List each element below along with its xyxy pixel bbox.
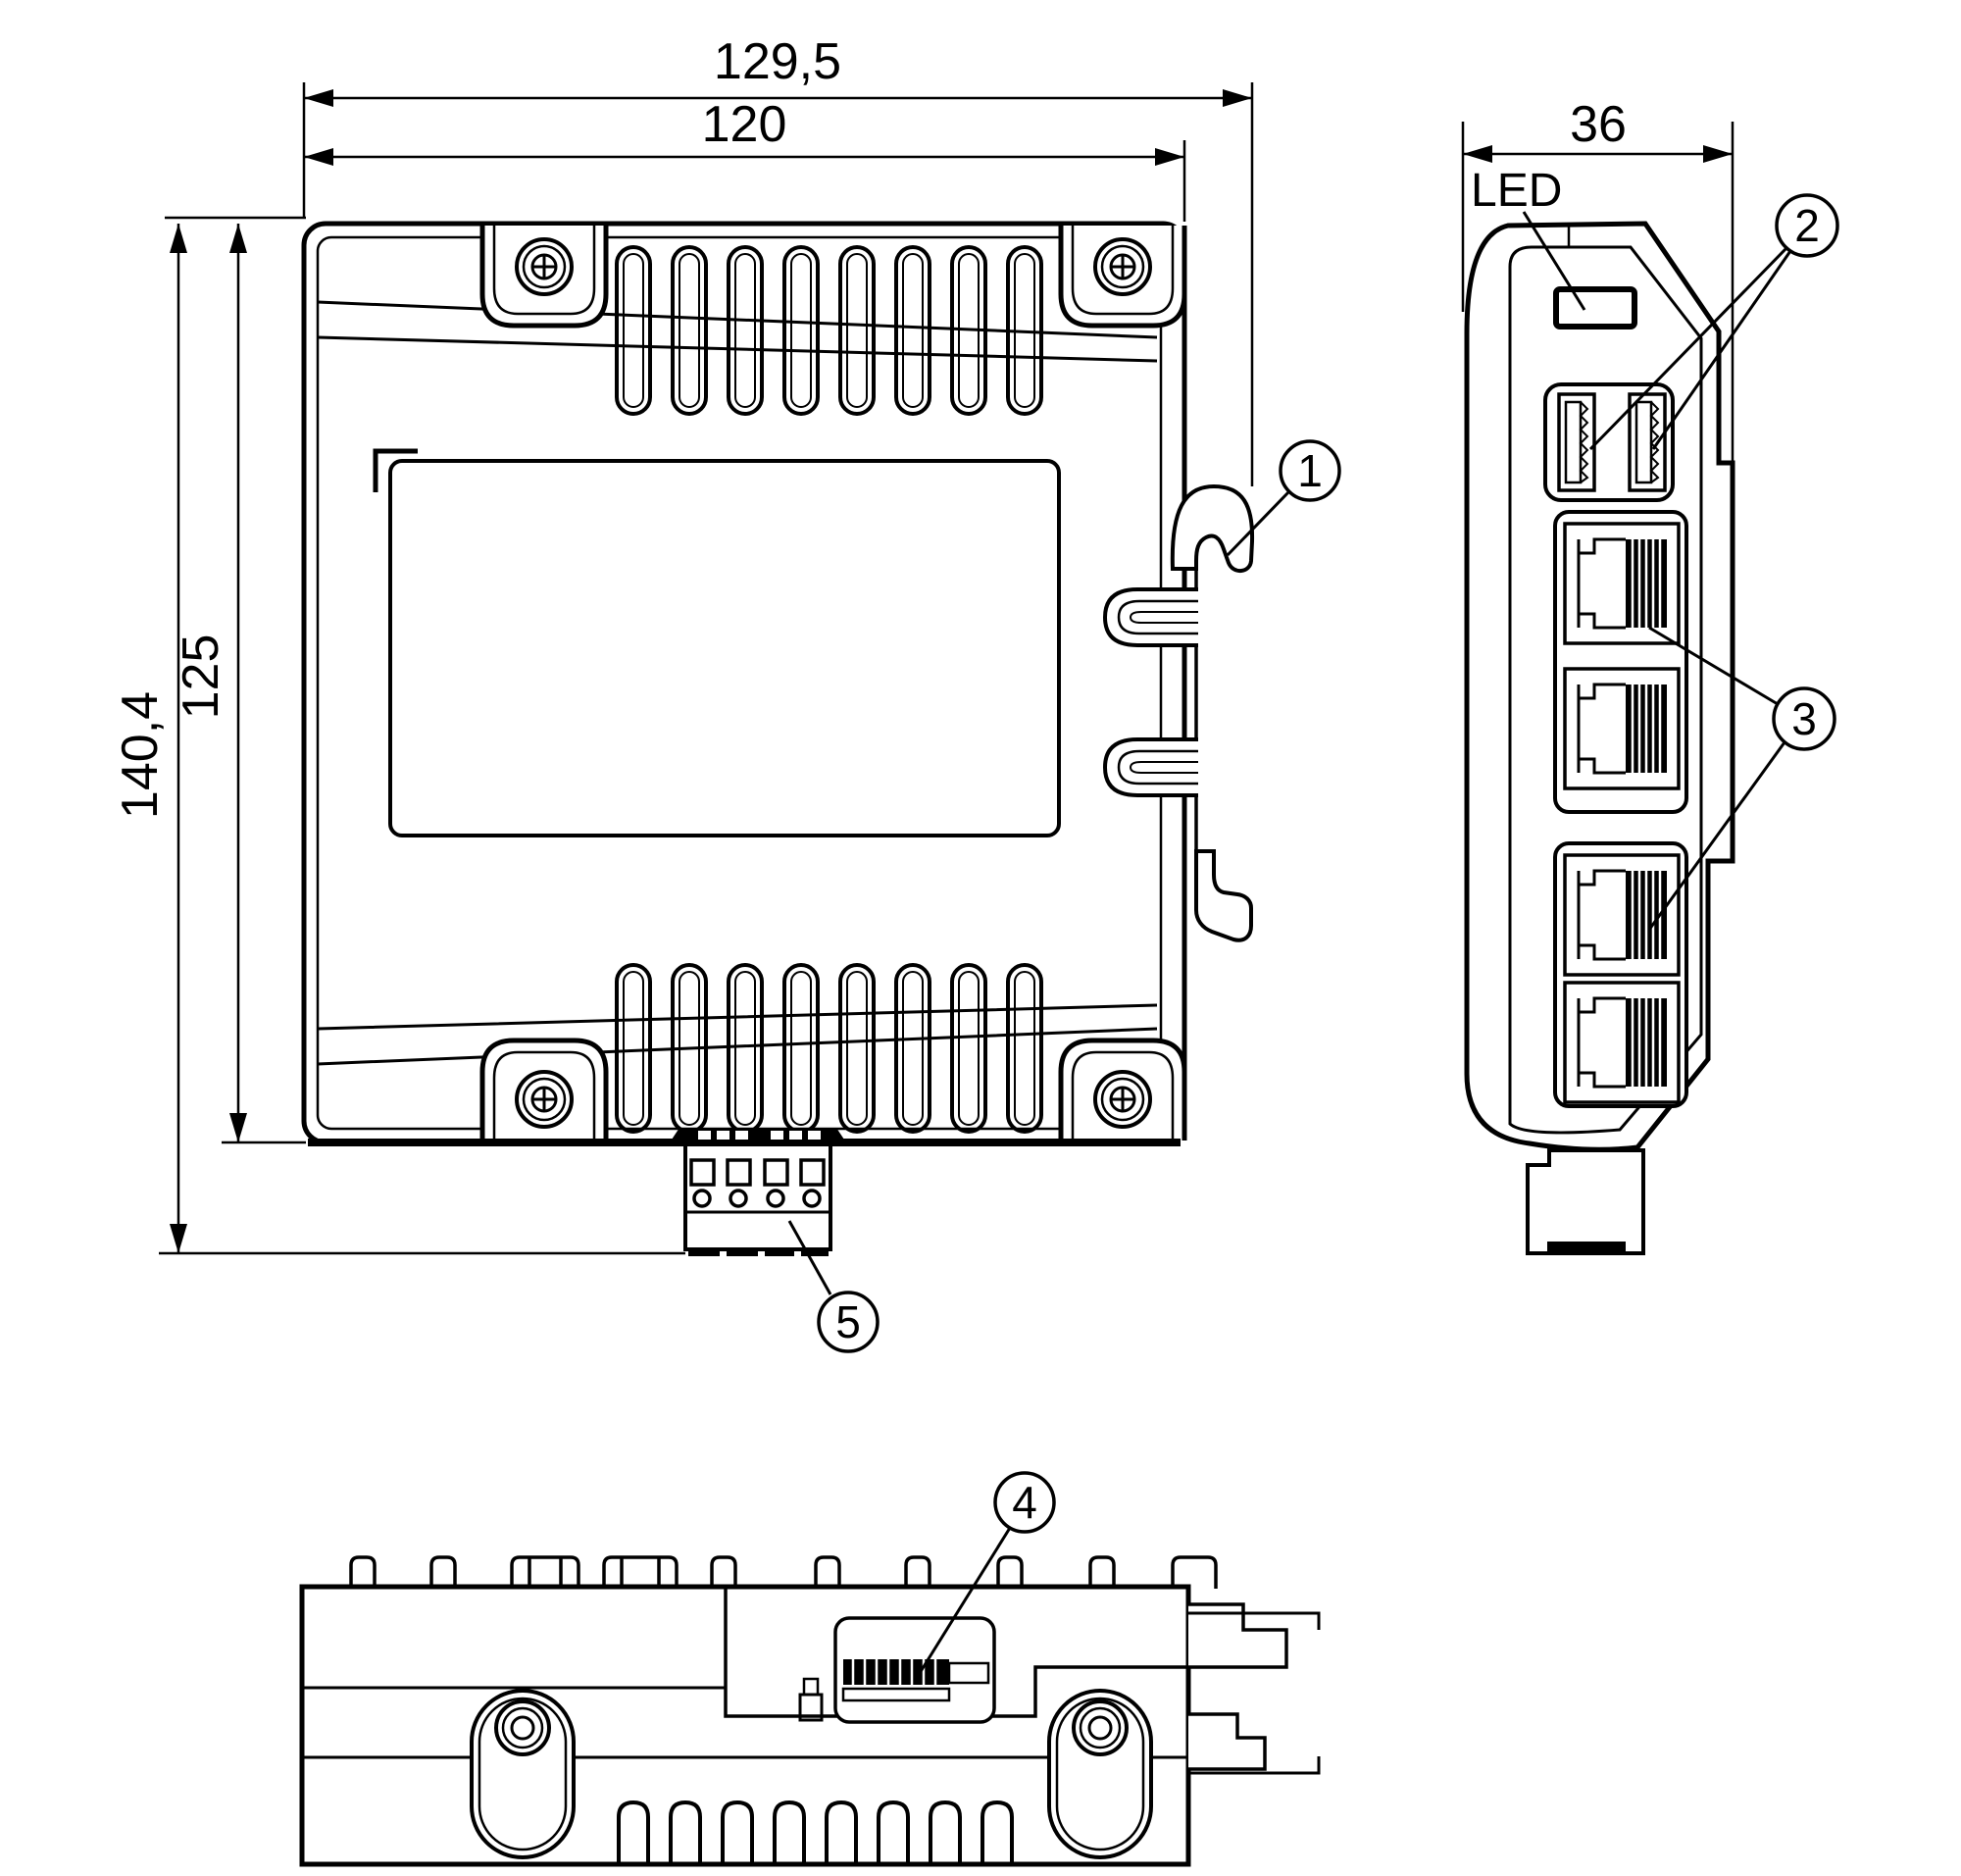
callout-3-number: 3 [1791,693,1817,744]
power-terminal-block [670,1128,846,1256]
led-window [1553,286,1637,330]
din-clip-top-hook [1170,483,1255,573]
callout-2-number: 2 [1794,200,1820,251]
dim-value-overall-width: 129,5 [714,33,841,90]
bottom-body-outline [299,1584,1191,1867]
callout-3-ethernet-ports: 3 [1647,626,1836,931]
ethernet-port-4 [1563,981,1681,1104]
sd-card-slot [833,1616,996,1724]
front-rib-lines [317,300,1158,1066]
callout-4-number: 4 [1012,1477,1037,1528]
din-clip-spring-upper [1103,587,1200,647]
dim-value-side-depth: 36 [1570,96,1627,153]
din-clip-spring-lower [1103,737,1200,797]
terminal-contacts [689,1158,826,1208]
callout-4-memory-card-slot: 4 [918,1471,1056,1674]
screw-boss-top-left [482,226,606,326]
bottom-recess [302,1587,1188,1759]
dim-side-depth: 36 [1461,96,1735,461]
dim-value-body-height: 125 [173,634,229,720]
din-rail-profile [1188,1602,1321,1775]
callout-2-usb-ports: 2 [1588,193,1839,451]
usb-ports [1543,382,1675,502]
callout-1-din-rail-clip: 1 [1226,439,1341,557]
device-label-area [388,459,1061,837]
dim-front-body-height: 125 [173,224,306,1144]
dim-front-overall-height: 140,4 [112,216,685,1255]
led-leader-line [1522,211,1586,311]
led-label: LED [1471,165,1562,217]
mounting-boss-left [470,1689,576,1859]
side-body-inner-outline [1508,245,1703,1135]
dim-value-body-width: 120 [702,96,787,153]
dim-value-overall-height: 140,4 [112,691,169,819]
label-corner-mark [373,448,418,492]
bottom-view: 4 [299,1471,1321,1867]
callout-5-power-terminal: 5 [787,1220,880,1353]
led-label-group: LED [1471,165,1586,311]
side-view: 36 LED [1461,96,1839,1255]
dim-front-overall-width: 129,5 [302,33,1254,486]
mounting-boss-right [1047,1689,1153,1859]
screw-boss-bottom-left [482,1040,606,1141]
front-view: 129,5 120 140,4 125 [112,33,1341,1353]
din-clip-bottom-foot [1194,849,1253,942]
ethernet-port-2 [1563,667,1681,790]
ethernet-ports-upper [1553,510,1688,814]
ethernet-ports-lower [1553,841,1688,1108]
callout-1-number: 1 [1297,445,1323,496]
callout-5-number: 5 [835,1296,861,1347]
screw-boss-top-right [1061,226,1184,326]
bottom-connector [1526,1148,1645,1255]
lock-icon [798,1677,824,1722]
bottom-view-tabs [349,1555,1218,1589]
dim-front-body-width: 120 [304,96,1186,222]
screw-boss-bottom-right [1061,1040,1184,1141]
ethernet-port-1 [1563,522,1681,645]
